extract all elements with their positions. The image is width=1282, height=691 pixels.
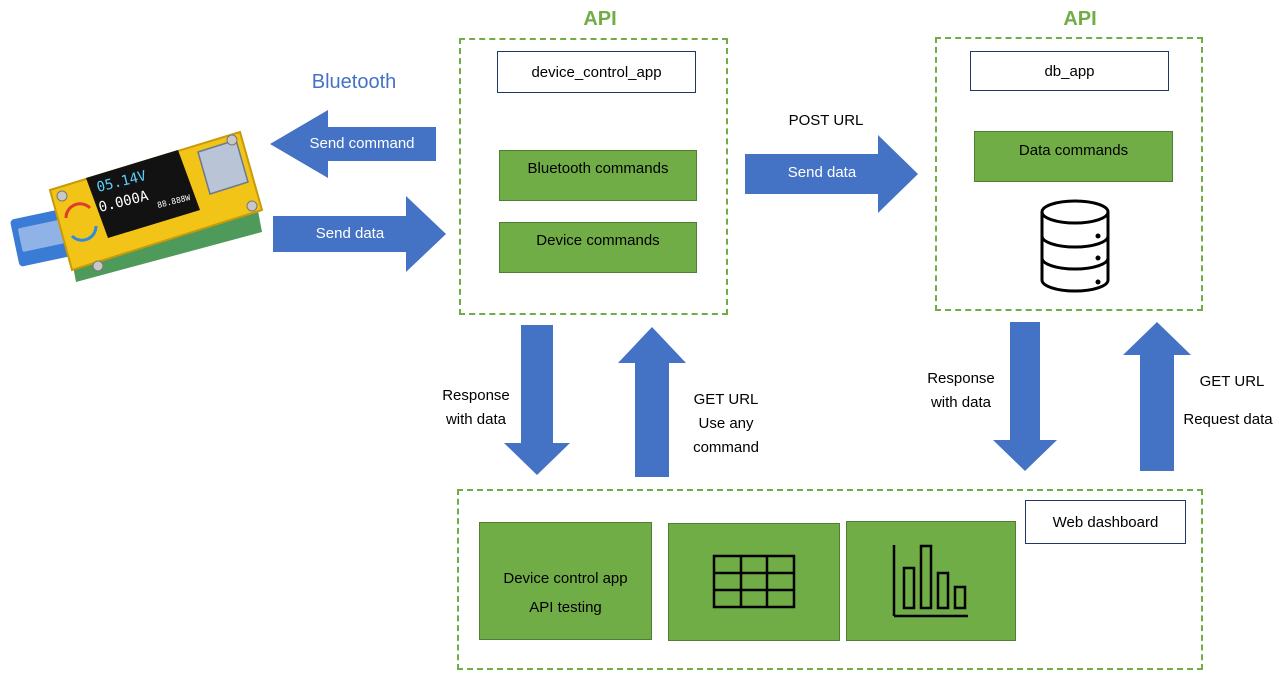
- bluetooth-label: Bluetooth: [311, 71, 397, 93]
- right-get-label-2: Request data: [1183, 411, 1273, 428]
- left-get-label-3: command: [693, 439, 759, 456]
- right-response-label-2: with data: [930, 394, 992, 411]
- chart-panel: [846, 521, 1016, 641]
- data-commands-box: Data commands: [974, 131, 1173, 182]
- right-response-label-1: Response: [927, 370, 995, 387]
- web-dashboard-box: Web dashboard: [1025, 500, 1186, 544]
- right-get-arrow: [1123, 322, 1191, 471]
- device-app-line2: API testing: [529, 599, 602, 616]
- send-data-right-label: Send data: [787, 164, 857, 181]
- send-data-arrow-left: [273, 196, 446, 272]
- device-app-line1: Device control app: [503, 570, 628, 587]
- send-data-arrow-right: [745, 135, 918, 213]
- table-panel: [668, 523, 840, 641]
- left-response-label-2: with data: [445, 411, 507, 428]
- left-response-label-1: Response: [442, 387, 510, 404]
- database-icon: [1040, 199, 1110, 293]
- dashboard-container: [457, 489, 1203, 670]
- post-url-label: POST URL: [788, 112, 864, 129]
- left-response-arrow: [504, 325, 570, 475]
- right-response-arrow: [993, 322, 1057, 471]
- device-control-app-box: device_control_app: [497, 51, 696, 93]
- api-right-title: API: [1063, 8, 1097, 30]
- left-get-label-2: Use any: [698, 415, 754, 432]
- usb-meter-device: 05.14V 0.000A 88.888W: [10, 130, 264, 282]
- bluetooth-commands-box: Bluetooth commands: [499, 150, 697, 201]
- left-get-label-1: GET URL: [693, 391, 759, 408]
- right-get-label-1: GET URL: [1199, 373, 1265, 390]
- send-command-label: Send command: [309, 135, 415, 152]
- send-data-left-label: Send data: [315, 225, 385, 242]
- device-commands-box: Device commands: [499, 222, 697, 273]
- db-app-box: db_app: [970, 51, 1169, 91]
- device-control-app-panel: Device control app API testing: [479, 522, 652, 640]
- api-left-container: [459, 38, 728, 315]
- api-right-container: [935, 37, 1203, 311]
- api-left-title: API: [583, 8, 617, 30]
- send-command-arrow: [270, 110, 436, 178]
- left-get-arrow: [618, 327, 686, 477]
